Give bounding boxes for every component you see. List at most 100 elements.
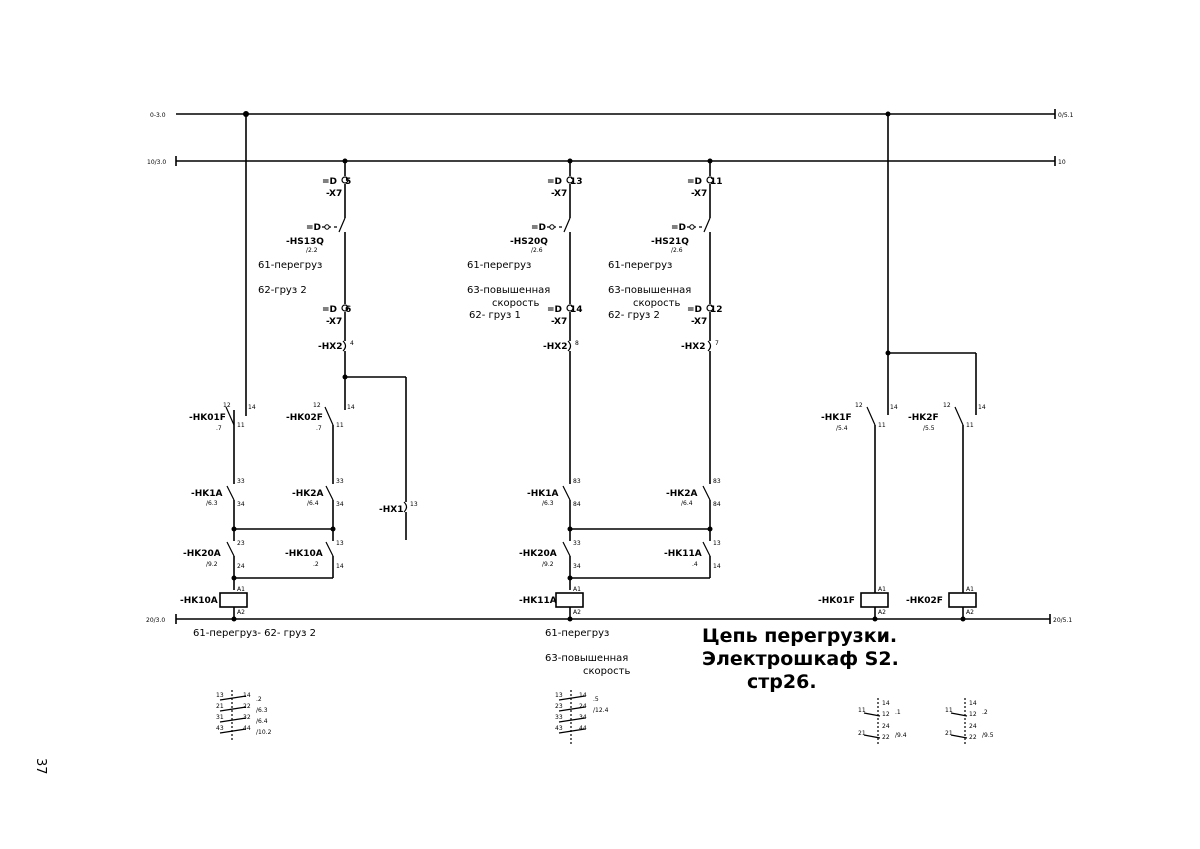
contact-tag: -HK2A [666,489,698,499]
svg-text:.2: .2 [982,709,988,716]
svg-text:A2: A2 [966,609,974,616]
coil-tag: -HK11A [519,596,557,606]
svg-text:12: 12 [313,402,321,409]
svg-text:=D: =D [531,223,546,233]
coil-symbol [555,592,584,608]
lamp-symbol [567,340,572,352]
coil-tag: -HK01F [818,596,855,606]
svg-text:24: 24 [969,723,977,730]
svg-text:.4: .4 [692,561,698,568]
svg-text:33: 33 [573,540,581,547]
svg-text:7: 7 [715,340,719,347]
contact-tag: -HK1A [191,489,223,499]
svg-text:/6.3: /6.3 [256,707,268,714]
svg-text:A1: A1 [573,586,581,593]
svg-text:13: 13 [555,692,563,699]
circuit-group-3: 12 14 11 -HK1F /5.4 12 14 11 -HK2F /5.5 … [818,111,986,622]
svg-text:.7: .7 [316,425,322,432]
terminal-circle [341,304,349,312]
svg-text:12: 12 [855,402,863,409]
lamp-symbol [342,340,347,352]
svg-text:14: 14 [336,563,344,570]
coil-symbol [219,592,248,608]
svg-text:/2.6: /2.6 [671,247,683,254]
coil-symbol [948,592,977,608]
contact-tag: -HK01F [189,413,226,423]
drawing-title: Цепь перегрузки. Электрошкаф S2. стр26. [702,625,899,693]
svg-text:11: 11 [336,422,344,429]
bus-label-top-left: 0-3.0 [150,112,166,119]
switch-note: 61-перегруз [258,260,322,271]
switch-note: 61-перегруз [608,260,672,271]
svg-text:/9.5: /9.5 [982,732,994,739]
terminal-circle [566,304,574,312]
page-number: 37 [33,758,48,775]
coil-note: 63-повышенная [545,653,628,664]
svg-text:/2.2: /2.2 [306,247,318,254]
svg-text:11: 11 [945,707,953,714]
contact-tag: -HK2F [908,413,939,423]
svg-text:34: 34 [237,501,245,508]
lamp-tag: -HX2 [543,342,567,352]
svg-text:14: 14 [243,692,251,699]
x7-label: -X7 [326,189,342,199]
switch-note: скорость [492,298,539,309]
svg-text:12: 12 [882,711,890,718]
svg-text:83: 83 [713,478,721,485]
bus-label-bottom-left: 20/3.0 [146,617,165,624]
svg-text:A2: A2 [878,609,886,616]
contact-tag: -HK11A [664,549,702,559]
switch-note: 62- груз 1 [469,310,521,321]
svg-text:24: 24 [237,563,245,570]
svg-text:/5.4: /5.4 [836,425,848,432]
svg-text:14: 14 [579,692,587,699]
svg-text:84: 84 [713,501,721,508]
svg-text:A2: A2 [573,609,581,616]
svg-text:A1: A1 [966,586,974,593]
contact-symbol [226,541,235,557]
lamp-tag: -HX2 [318,342,342,352]
coil-tag: -HK10A [180,596,218,606]
contact-symbol [562,485,571,501]
svg-text:/2.6: /2.6 [531,247,543,254]
contact-tag: -HK02F [286,413,323,423]
svg-text:33: 33 [555,714,563,721]
svg-text:84: 84 [573,501,581,508]
svg-text:/9.4: /9.4 [895,732,907,739]
svg-text:14: 14 [882,700,890,707]
svg-text:12: 12 [943,402,951,409]
contact-symbol [702,485,711,501]
svg-text:/9.2: /9.2 [206,561,218,568]
svg-text:14: 14 [713,563,721,570]
svg-text:12: 12 [969,711,977,718]
contact-symbol [324,406,334,426]
switch-contact [563,217,571,233]
x7-label: -X7 [691,189,707,199]
contact-symbol [702,541,711,557]
svg-text:A1: A1 [878,586,886,593]
x7-label: -X7 [691,317,707,327]
title-line-2: Электрошкаф S2. [702,648,899,670]
switch-note: 61-перегруз [467,260,531,271]
svg-text:13: 13 [336,540,344,547]
switch-tag: -HS20Q [510,237,548,247]
svg-text:33: 33 [336,478,344,485]
svg-text:A1: A1 [237,586,245,593]
coil-note: 61-перегруз- 62- груз 2 [193,628,316,639]
contact-symbol [954,406,964,426]
svg-text:12: 12 [223,402,231,409]
svg-text:/6.4: /6.4 [681,500,693,507]
contact-symbol [225,406,235,426]
svg-text:13: 13 [713,540,721,547]
svg-text:8: 8 [575,340,579,347]
svg-text:/6.4: /6.4 [256,718,268,725]
